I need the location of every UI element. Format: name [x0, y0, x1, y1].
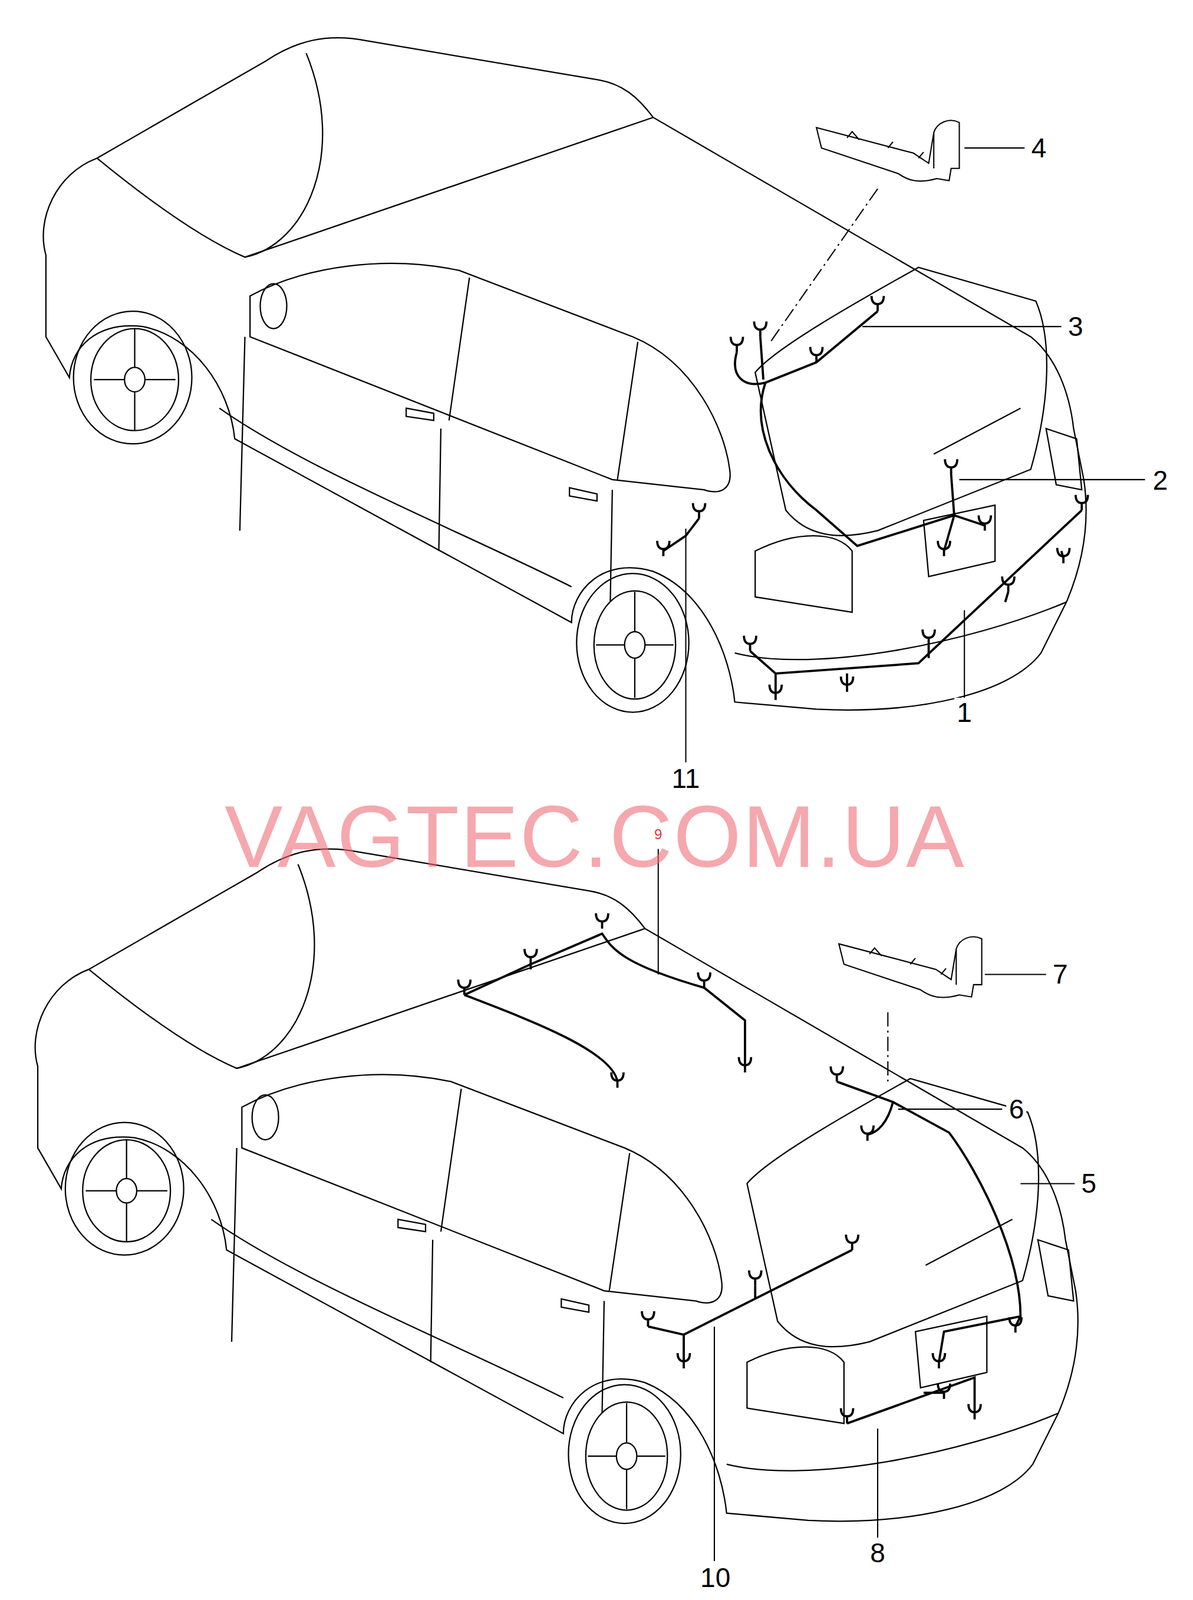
- watermark: VAGTEC.COM.UA: [222, 792, 968, 882]
- vehicle-outline: [35, 848, 1079, 1524]
- callout-number: 6: [1006, 1094, 1027, 1125]
- callout-number: 5: [1079, 1168, 1100, 1199]
- callout-number: 11: [669, 763, 703, 794]
- callout-number: 8: [867, 1538, 888, 1568]
- callout-number: 4: [1029, 133, 1050, 163]
- callout-number: 10: [697, 1563, 733, 1593]
- wiring-harness: [464, 933, 1021, 1424]
- callout-number: 7: [1050, 959, 1071, 990]
- callout-number: 9: [651, 826, 665, 843]
- cover-part: [816, 120, 959, 181]
- vehicle-outline: [43, 37, 1087, 713]
- cover-part: [838, 937, 982, 998]
- callout-number: 3: [1065, 311, 1086, 342]
- callout-number: 1: [954, 697, 975, 728]
- wiring-harness: [663, 311, 1082, 694]
- callout-number: 2: [1150, 465, 1171, 496]
